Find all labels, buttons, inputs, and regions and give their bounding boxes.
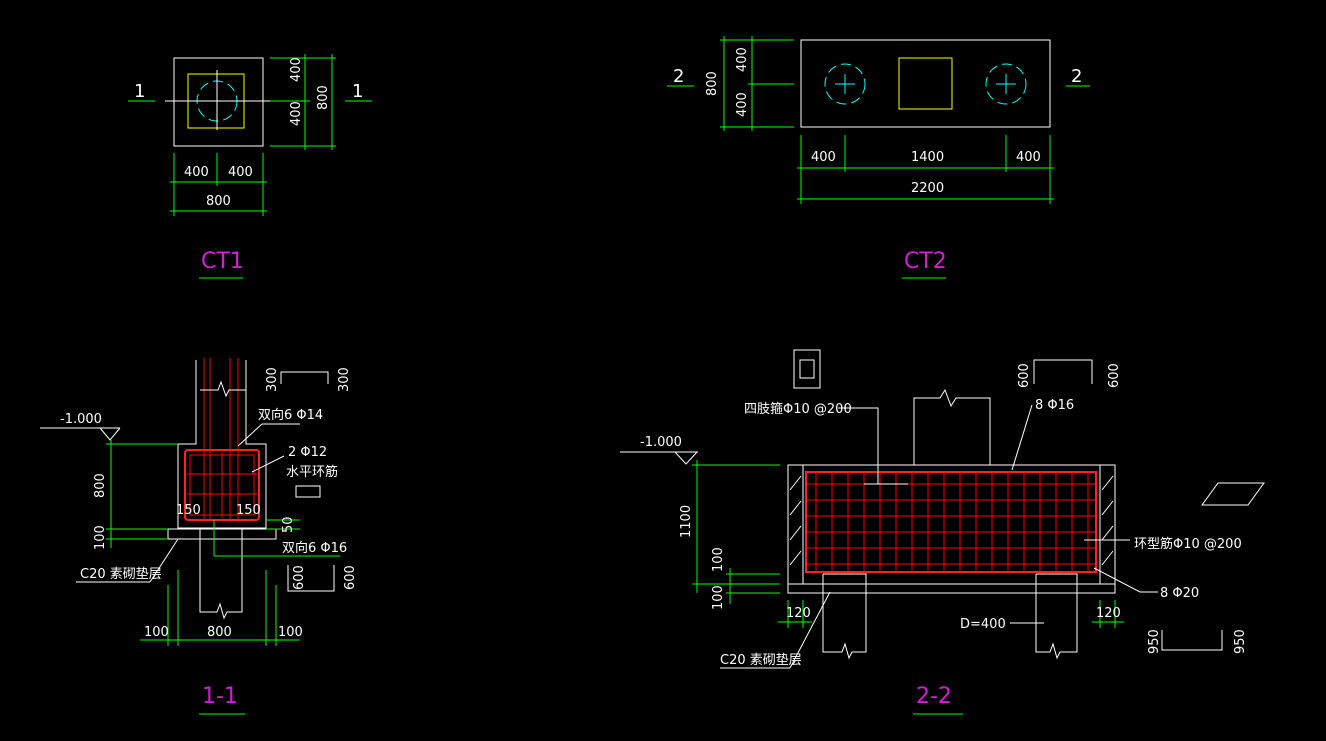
s11-dim-small: 50 [281,516,296,533]
s11-dim-bottom-2: 800 [207,625,232,640]
s11-pad-label: C20 素砌垫层 [80,566,162,582]
s22-title: 2-2 [916,684,952,709]
ct1-dim-bottom-1: 400 [184,165,209,180]
ct2-dim-bottom-1: 400 [811,150,836,165]
ct1-section-label-right: 1 [352,81,363,102]
ct2-dim-bottom-total: 2200 [911,181,944,196]
s22-pad-leader [720,591,831,669]
s22-concrete-pad [787,583,1116,594]
s22-pile-dia: D=400 [960,617,1006,632]
s11-bar-bottom: 双向6 Φ16 [282,540,347,556]
s11-dim-bottom-1: 100 [144,625,169,640]
ct2-dim-left-2: 400 [735,92,750,117]
s11-cover-left: 150 [176,503,201,518]
s22-cover-right: 120 [1096,606,1121,621]
s11-concrete-pad [167,528,277,540]
s11-break-line-top [200,380,246,398]
s11-ring-rebar [184,449,260,521]
s22-detail-bottom-l: 950 [1147,629,1162,654]
s22-detail-bottom [1161,630,1223,651]
ct2-dim-bottom-2: 1400 [911,150,944,165]
s11-detail-bottom-l: 600 [292,565,307,590]
section-2-2: -1.000 1100 100 100 120 120 四肢箍Φ10 @200 … [620,349,1265,715]
s22-stirrup-leader [838,407,879,484]
s22-cap-outline [787,464,1116,585]
s11-leader [237,423,263,447]
s22-rebar-grid [807,473,1095,571]
s11-pad-leader [149,538,179,583]
s22-top-bars-leader [1011,404,1033,471]
s22-rebar-outline [805,471,1097,573]
ct1-dim-bottom-2: 400 [228,165,253,180]
s22-elevation-marker [674,451,698,465]
ct1-cap-outline [173,57,264,147]
s22-detail-top-l: 600 [1017,363,1032,388]
s11-dim-bottom-3: 100 [278,625,303,640]
ct2-section-label-right: 2 [1071,66,1082,87]
s11-bar-top: 双向6 Φ14 [258,407,323,423]
ct2-dim-bottom-3: 400 [1016,150,1041,165]
s11-leader [251,455,285,473]
s22-column-stub [913,388,991,465]
s11-detail-top [280,371,329,384]
s22-dim-height: 1100 [679,505,694,538]
s22-dim-b: 100 [711,585,726,610]
s22-stirrup-label: 四肢箍Φ10 @200 [744,401,852,417]
s11-bar-mid: 2 Φ12 [288,445,327,460]
s11-elevation-marker [99,427,121,441]
s11-bar-ring: 水平环筋 [286,464,338,480]
s22-detail-top [1033,359,1093,384]
ct2-pile-right [985,63,1027,105]
s22-dim-a: 100 [711,547,726,572]
s22-plan-symbol [1201,482,1265,506]
s22-stirrup-detail [793,349,821,389]
s22-pile-left [822,573,867,660]
s22-detail-bottom-r: 950 [1233,629,1248,654]
ct2-column-outline [898,57,953,110]
s22-pile-right [1035,573,1078,660]
s11-cover-right: 150 [236,503,261,518]
ct1-dim-right-total: 800 [316,85,331,110]
s11-title: 1-1 [202,684,238,709]
s11-detail-top-l: 300 [265,367,280,392]
s22-top-bars: 8 Φ16 [1035,398,1074,413]
s22-bottom-bars-leader [1093,567,1158,593]
s22-pad-label: C20 素砌垫层 [720,652,802,668]
s11-cap-outline [177,360,267,529]
ct2-title: CT2 [904,249,947,274]
s11-detail-top-r: 300 [337,367,352,392]
s22-bottom-bars: 8 Φ20 [1160,586,1199,601]
ct2-section-label-left: 2 [673,66,684,87]
ct2-dim-left-1: 400 [735,47,750,72]
ct1-dim-right-1: 400 [289,57,304,82]
ct2-pile-left [824,63,866,105]
ct1-plan: 1 1 400 400 800 400 400 800 CT1 [128,54,372,279]
ct2-dim-left-total: 800 [705,71,720,96]
s11-detail-bottom [287,565,335,592]
section-1-1: -1.000 800 100 150 150 50 双向6 Φ14 2 Φ12 … [40,358,358,715]
s22-stirrup-detail-inner [799,359,815,379]
s11-elevation-text: -1.000 [60,412,102,427]
s11-dim-height: 800 [93,473,108,498]
s11-detail-bottom-r: 600 [343,565,358,590]
ct2-cap-outline [800,39,1051,128]
ct2-plan: 2 2 400 400 800 400 1400 400 2200 CT2 [667,36,1090,279]
s11-dim-pad: 100 [93,525,108,550]
ct1-section-label-left: 1 [134,81,145,102]
ct1-dim-bottom-total: 800 [206,194,231,209]
s11-pile [199,529,243,620]
s22-detail-top-r: 600 [1107,363,1122,388]
s22-ring-bars: 环型筋Φ10 @200 [1134,536,1242,552]
s11-ring-detail [295,485,321,498]
s22-elevation-text: -1.000 [640,435,682,450]
s22-wall-hatch [789,475,1114,566]
ct1-dim-right-2: 400 [289,101,304,126]
ct1-title: CT1 [201,249,244,274]
s22-cover-left: 120 [786,606,811,621]
